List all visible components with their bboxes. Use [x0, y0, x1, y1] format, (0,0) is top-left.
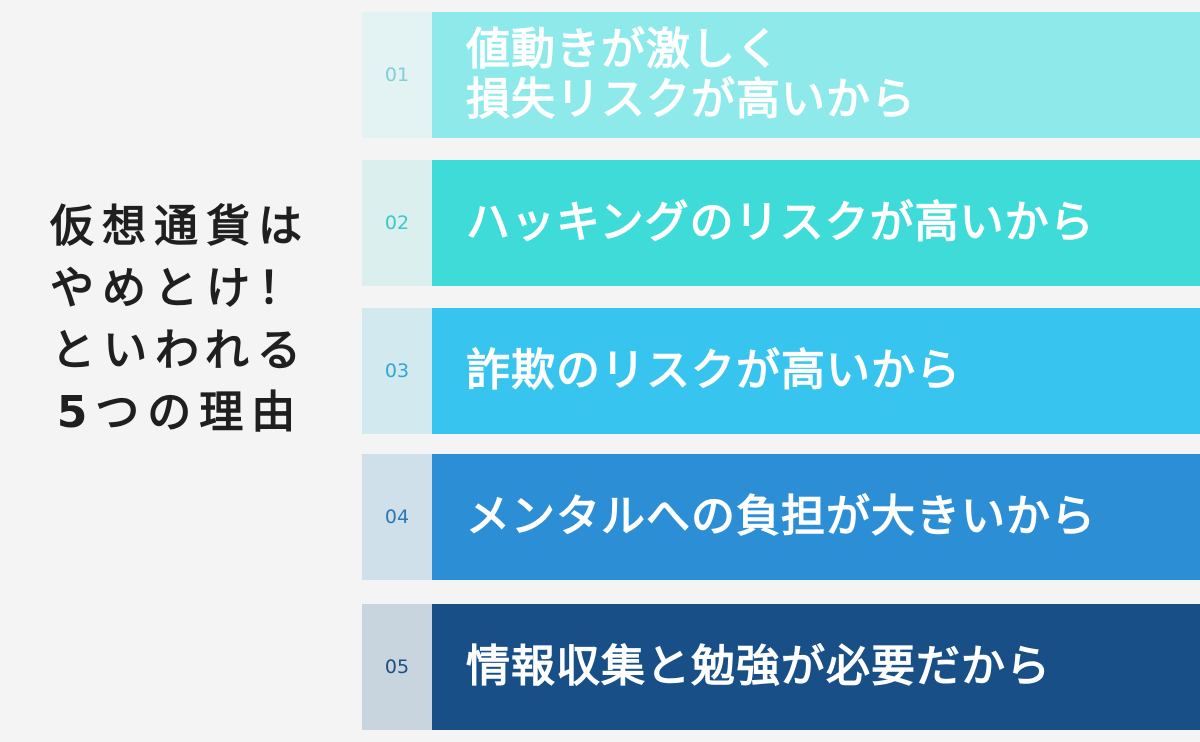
reason-number: 02 — [362, 160, 432, 286]
reason-text-line-2: 損失リスクが高いから — [466, 74, 916, 125]
reason-number: 01 — [362, 12, 432, 138]
headline: 仮想通貨は やめとけ！ といわれる 5つの理由 — [0, 196, 360, 444]
reason-text: ハッキングのリスクが高いから — [432, 160, 1200, 286]
headline-line-4: 5つの理由 — [56, 387, 304, 438]
reason-text-line-1: ハッキングのリスクが高いから — [466, 197, 1095, 248]
reason-item-2: 02 ハッキングのリスクが高いから — [362, 160, 1200, 286]
reason-text-line-1: 値動きが激しく — [466, 24, 781, 75]
reason-item-3: 03 詐欺のリスクが高いから — [362, 308, 1200, 434]
reason-number: 03 — [362, 308, 432, 434]
reason-text: 詐欺のリスクが高いから — [432, 308, 1200, 434]
reason-item-1: 01 値動きが激しく 損失リスクが高いから — [362, 12, 1200, 138]
reason-number: 04 — [362, 454, 432, 580]
reason-item-4: 04 メンタルへの負担が大きいから — [362, 454, 1200, 580]
reason-text-line-1: 情報収集と勉強が必要だから — [466, 641, 1051, 692]
reason-text: 値動きが激しく 損失リスクが高いから — [432, 12, 1200, 138]
reason-text: 情報収集と勉強が必要だから — [432, 604, 1200, 730]
reason-item-5: 05 情報収集と勉強が必要だから — [362, 604, 1200, 730]
headline-line-3: といわれる — [51, 325, 309, 376]
reason-text-line-1: メンタルへの負担が大きいから — [466, 491, 1096, 542]
reason-number: 05 — [362, 604, 432, 730]
headline-line-2: やめとけ！ — [50, 263, 310, 314]
reason-text-line-1: 詐欺のリスクが高いから — [466, 345, 961, 396]
headline-line-1: 仮想通貨は — [50, 201, 310, 252]
reason-text: メンタルへの負担が大きいから — [432, 454, 1200, 580]
